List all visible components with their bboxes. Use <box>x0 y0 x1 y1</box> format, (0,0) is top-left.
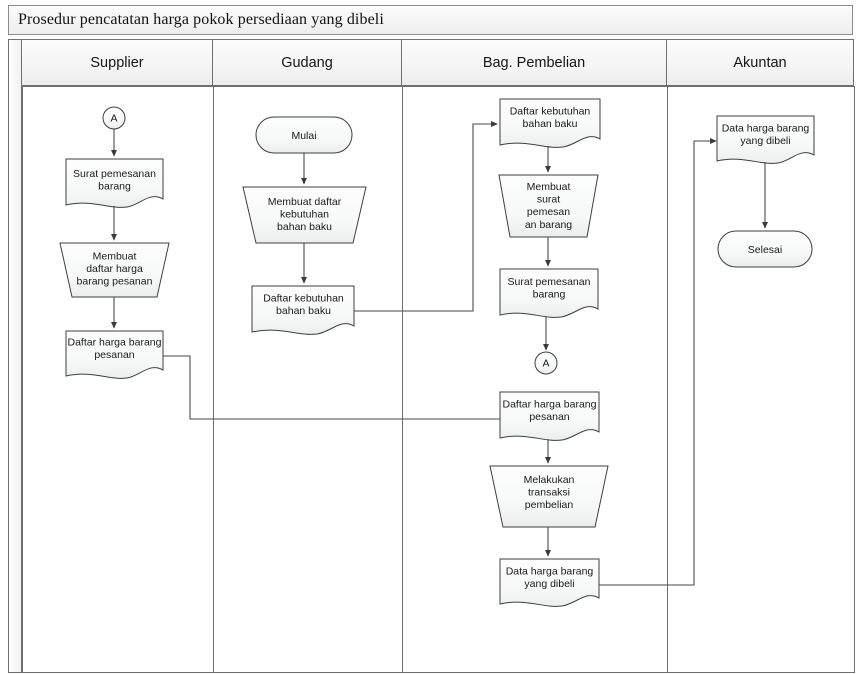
node-aku-doc-1-line1: Data harga barang <box>722 123 810 135</box>
node-pem-proc-2[interactable]: Melakukan transaksi pembelian <box>489 465 609 528</box>
node-gud-proc-1-line1: Membuat daftar <box>268 196 342 208</box>
node-sup-proc-1-line2: daftar harga <box>86 263 143 275</box>
node-sup-proc-1[interactable]: Membuat daftar harga barang pesanan <box>59 242 170 298</box>
lane-body-frame <box>22 86 855 673</box>
node-pem-proc-1-line1: Membuat <box>527 181 571 193</box>
lane-header-gudang[interactable]: Gudang <box>213 39 402 86</box>
node-pem-doc-1-line1: Daftar kebutuhan <box>510 106 591 118</box>
edge-pemdoc4-to-akudoc1 <box>599 138 717 586</box>
node-aku-end-label: Selesai <box>748 244 782 256</box>
node-pem-doc-4[interactable]: Data harga barang yang dibeli <box>499 558 600 607</box>
node-pem-doc-2[interactable]: Surat pemesanan barang <box>499 268 599 318</box>
node-pem-conn-a[interactable]: A <box>534 351 558 375</box>
lane-gutter-top <box>8 39 22 86</box>
node-pem-conn-a-label: A <box>542 358 549 370</box>
node-pem-proc-2-line2: transaksi <box>528 487 570 499</box>
node-sup-doc-2[interactable]: Daftar harga barang pesanan <box>65 330 164 379</box>
node-aku-end[interactable]: Selesai <box>717 230 813 268</box>
node-sup-doc-1[interactable]: Surat pemesanan barang <box>65 158 164 208</box>
node-gud-start-label: Mulai <box>291 130 316 142</box>
node-pem-proc-1-line4: an barang <box>525 219 572 231</box>
node-gud-proc-1-line2: kebutuhan <box>280 209 329 221</box>
node-pem-doc-2-line1: Surat pemesanan <box>508 276 591 288</box>
node-pem-doc-4-line2: yang dibeli <box>524 578 574 590</box>
lane-header-akuntan-label: Akuntan <box>733 54 787 71</box>
lane-header-supplier[interactable]: Supplier <box>22 39 213 86</box>
node-gud-doc-1-line1: Daftar kebutuhan <box>263 293 344 305</box>
node-pem-proc-1-line3: pemesan <box>527 206 570 218</box>
node-gud-doc-1[interactable]: Daftar kebutuhan bahan baku <box>251 285 355 335</box>
node-sup-proc-1-line1: Membuat <box>93 251 137 263</box>
node-pem-proc-2-line3: pembelian <box>525 499 574 511</box>
lane-header-akuntan[interactable]: Akuntan <box>667 39 854 86</box>
node-sup-doc-2-line2: pesanan <box>94 349 134 361</box>
edge-guddoc1-to-pemdoc1 <box>354 121 498 312</box>
node-sup-proc-1-line3: barang pesanan <box>77 276 153 288</box>
node-gud-start[interactable]: Mulai <box>255 116 353 154</box>
node-pem-proc-1[interactable]: Membuat surat pemesan an barang <box>498 174 599 238</box>
node-pem-doc-1[interactable]: Daftar kebutuhan bahan baku <box>499 98 601 148</box>
node-sup-doc-1-line2: barang <box>98 181 131 193</box>
node-sup-doc-1-line1: Surat pemesanan <box>73 168 156 180</box>
diagram-title-bar: Prosedur pencatatan harga pokok persedia… <box>8 5 853 35</box>
node-pem-doc-1-line2: bahan baku <box>523 118 578 130</box>
node-gud-proc-1[interactable]: Membuat daftar kebutuhan bahan baku <box>242 186 367 244</box>
node-aku-doc-1-line2: yang dibeli <box>740 135 790 147</box>
node-pem-proc-2-line1: Melakukan <box>524 474 575 486</box>
lane-header-gudang-label: Gudang <box>281 54 333 71</box>
node-gud-proc-1-line3: bahan baku <box>277 221 332 233</box>
lane-header-pembelian[interactable]: Bag. Pembelian <box>402 39 667 86</box>
node-gud-doc-1-line2: bahan baku <box>276 305 331 317</box>
node-sup-conn-a[interactable]: A <box>102 106 126 130</box>
node-pem-doc-3-line1: Daftar harga barang <box>503 399 597 411</box>
page-title: Prosedur pencatatan harga pokok persedia… <box>18 11 384 28</box>
node-pem-doc-3-line2: pesanan <box>529 411 569 423</box>
node-sup-conn-a-label: A <box>110 113 117 125</box>
node-pem-proc-1-line2: surat <box>537 194 560 206</box>
node-pem-doc-4-line1: Data harga barang <box>506 566 594 578</box>
node-aku-doc-1[interactable]: Data harga barang yang dibeli <box>716 115 815 164</box>
node-pem-doc-2-line2: barang <box>533 289 566 301</box>
edge-supdoc2-to-pemdoc3-seg <box>163 355 597 420</box>
lane-header-supplier-label: Supplier <box>90 54 144 71</box>
node-pem-doc-3[interactable]: Daftar harga barang pesanan <box>499 391 600 441</box>
node-sup-doc-2-line1: Daftar harga barang <box>68 337 162 349</box>
lane-gutter-body <box>8 86 22 673</box>
lane-header-pembelian-label: Bag. Pembelian <box>482 54 586 71</box>
